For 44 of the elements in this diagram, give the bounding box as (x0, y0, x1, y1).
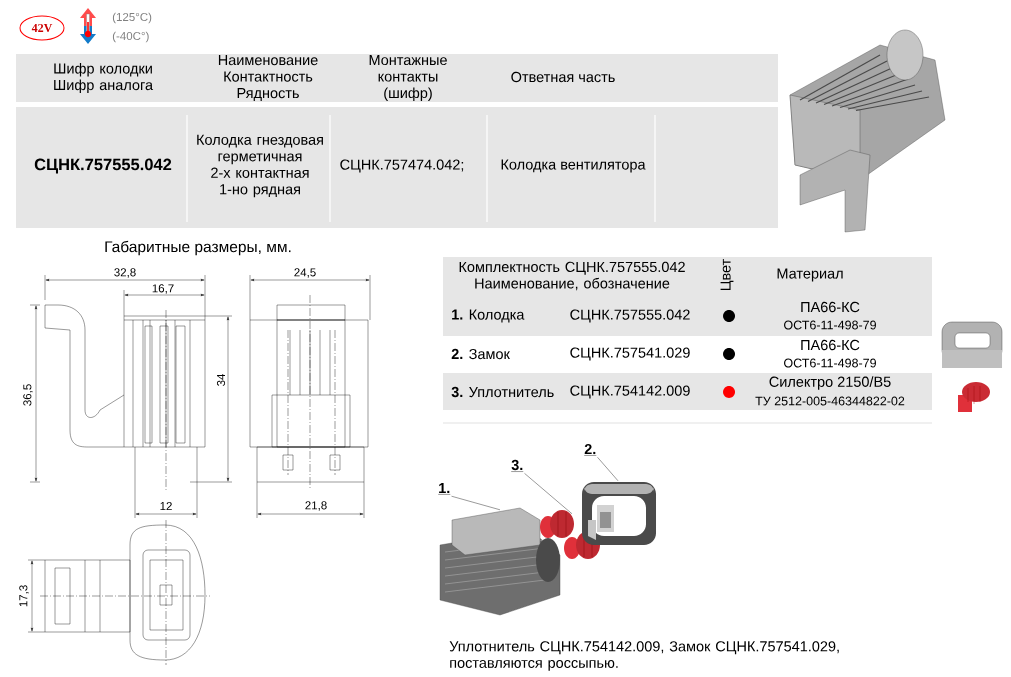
table-cell: 2. Замок (451, 348, 510, 360)
table-cell: 3. Уплотнитель (451, 386, 554, 398)
column-header: Наименование Контактность Рядность (218, 55, 318, 101)
dimension-label: 21,8 (305, 501, 327, 511)
lock-drawing (582, 482, 656, 545)
table-cell: СЦНК.754142.009 (570, 385, 690, 399)
column-header: Цвет (720, 259, 734, 291)
voltage-badge: 42V (19, 15, 65, 41)
part-number: СЦНК.757555.042 (34, 158, 172, 174)
callout-number: 2. (584, 443, 597, 456)
column-header: Шифр колодки Шифр аналога (54, 63, 154, 93)
table-cell: Колодка вентилятора (501, 159, 646, 173)
table-cell: ОСТ6-11-498-79 (784, 320, 876, 330)
callout-number: 1. (438, 483, 451, 495)
temperature-label: (-40C°) (112, 31, 149, 43)
leader-line (451, 496, 501, 510)
table-cell: 1. Колодка (452, 309, 525, 323)
dimension-label: 17,3 (19, 585, 29, 607)
dimension-label: 32,8 (114, 268, 136, 278)
connector-housing-drawing (439, 507, 561, 616)
table-cell: ПА66-КС (801, 301, 860, 313)
column-header: Монтажные контакты (шифр) (369, 55, 447, 101)
dimension-label: 24,5 (294, 268, 316, 278)
column-header: Комплектность СЦНК.757555.042 Наименование, обозначение (459, 261, 685, 291)
table-cell: ОСТ6-11-498-79 (784, 358, 876, 368)
table-cell: Силектро 2150/В5 (769, 376, 891, 390)
column-header: Материал (777, 268, 843, 282)
dimension-label: 34 (216, 373, 226, 386)
dimension-label: 16,7 (152, 284, 174, 294)
temperature-label: (125°C) (112, 12, 152, 24)
table-cell: Колодка гнездовая герметичная 2-х контактная 1-но рядная (197, 134, 323, 198)
dimension-label: 12 (160, 502, 172, 510)
table-cell: ТУ 2512-005-46344822-02 (755, 396, 905, 406)
leader-line (524, 473, 573, 514)
table-cell: СЦНК.757541.029 (570, 347, 690, 361)
dimension-label: 36,5 (23, 384, 33, 406)
table-cell: ПА66-КС (801, 339, 860, 351)
table-cell: СЦНК.757474.042; (340, 159, 464, 173)
column-header: Ответная часть (511, 71, 615, 83)
section-heading: Габаритные размеры, мм. (105, 240, 291, 256)
leader-line (597, 457, 619, 481)
callout-number: 3. (511, 459, 524, 472)
note-text: Уплотнитель СЦНК.754142.009, Замок СЦНК.757541.029, поставляются россыпью. (449, 641, 839, 671)
table-cell: СЦНК.757555.042 (570, 309, 690, 323)
